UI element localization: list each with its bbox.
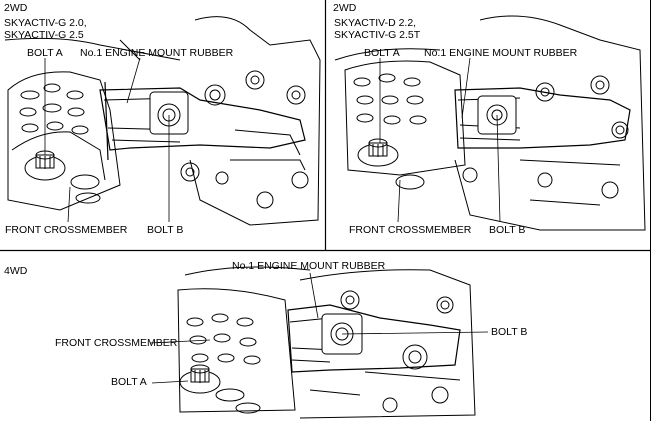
crossmember-label-top-left: FRONT CROSSMEMBER <box>5 224 128 236</box>
engine-label-top-right-2: SKYACTIV-G 2.5T <box>334 29 421 41</box>
bolt-a-label-top-right: BOLT A <box>364 47 400 59</box>
drive-label-top-right: 2WD <box>333 2 357 14</box>
bolt-b-label-top-left: BOLT B <box>147 224 184 236</box>
mount-label-top-right: No.1 ENGINE MOUNT RUBBER <box>424 47 578 59</box>
engine-label-top-left-1: SKYACTIV-G 2.0, <box>4 17 87 29</box>
bolt-a-label-bottom: BOLT A <box>111 376 147 388</box>
drive-label-bottom: 4WD <box>4 265 28 277</box>
crossmember-label-top-right: FRONT CROSSMEMBER <box>349 224 472 236</box>
crossmember-label-bottom: FRONT CROSSMEMBER <box>55 337 178 349</box>
bolt-b-label-top-right: BOLT B <box>489 224 526 236</box>
engine-label-top-right-1: SKYACTIV-D 2.2, <box>334 17 417 29</box>
engine-label-top-left-2: SKYACTIV-G 2.5 <box>4 29 84 41</box>
illustration-top-left <box>4 16 321 226</box>
drive-label-top-left: 2WD <box>4 2 28 14</box>
illustration-bottom <box>149 266 489 419</box>
bolt-b-label-bottom: BOLT B <box>491 326 528 338</box>
mount-label-bottom: No.1 ENGINE MOUNT RUBBER <box>232 260 386 272</box>
bolt-a-label-top-left: BOLT A <box>27 47 63 59</box>
mount-label-top-left: No.1 ENGINE MOUNT RUBBER <box>80 47 234 59</box>
illustration-top-right <box>334 15 646 231</box>
